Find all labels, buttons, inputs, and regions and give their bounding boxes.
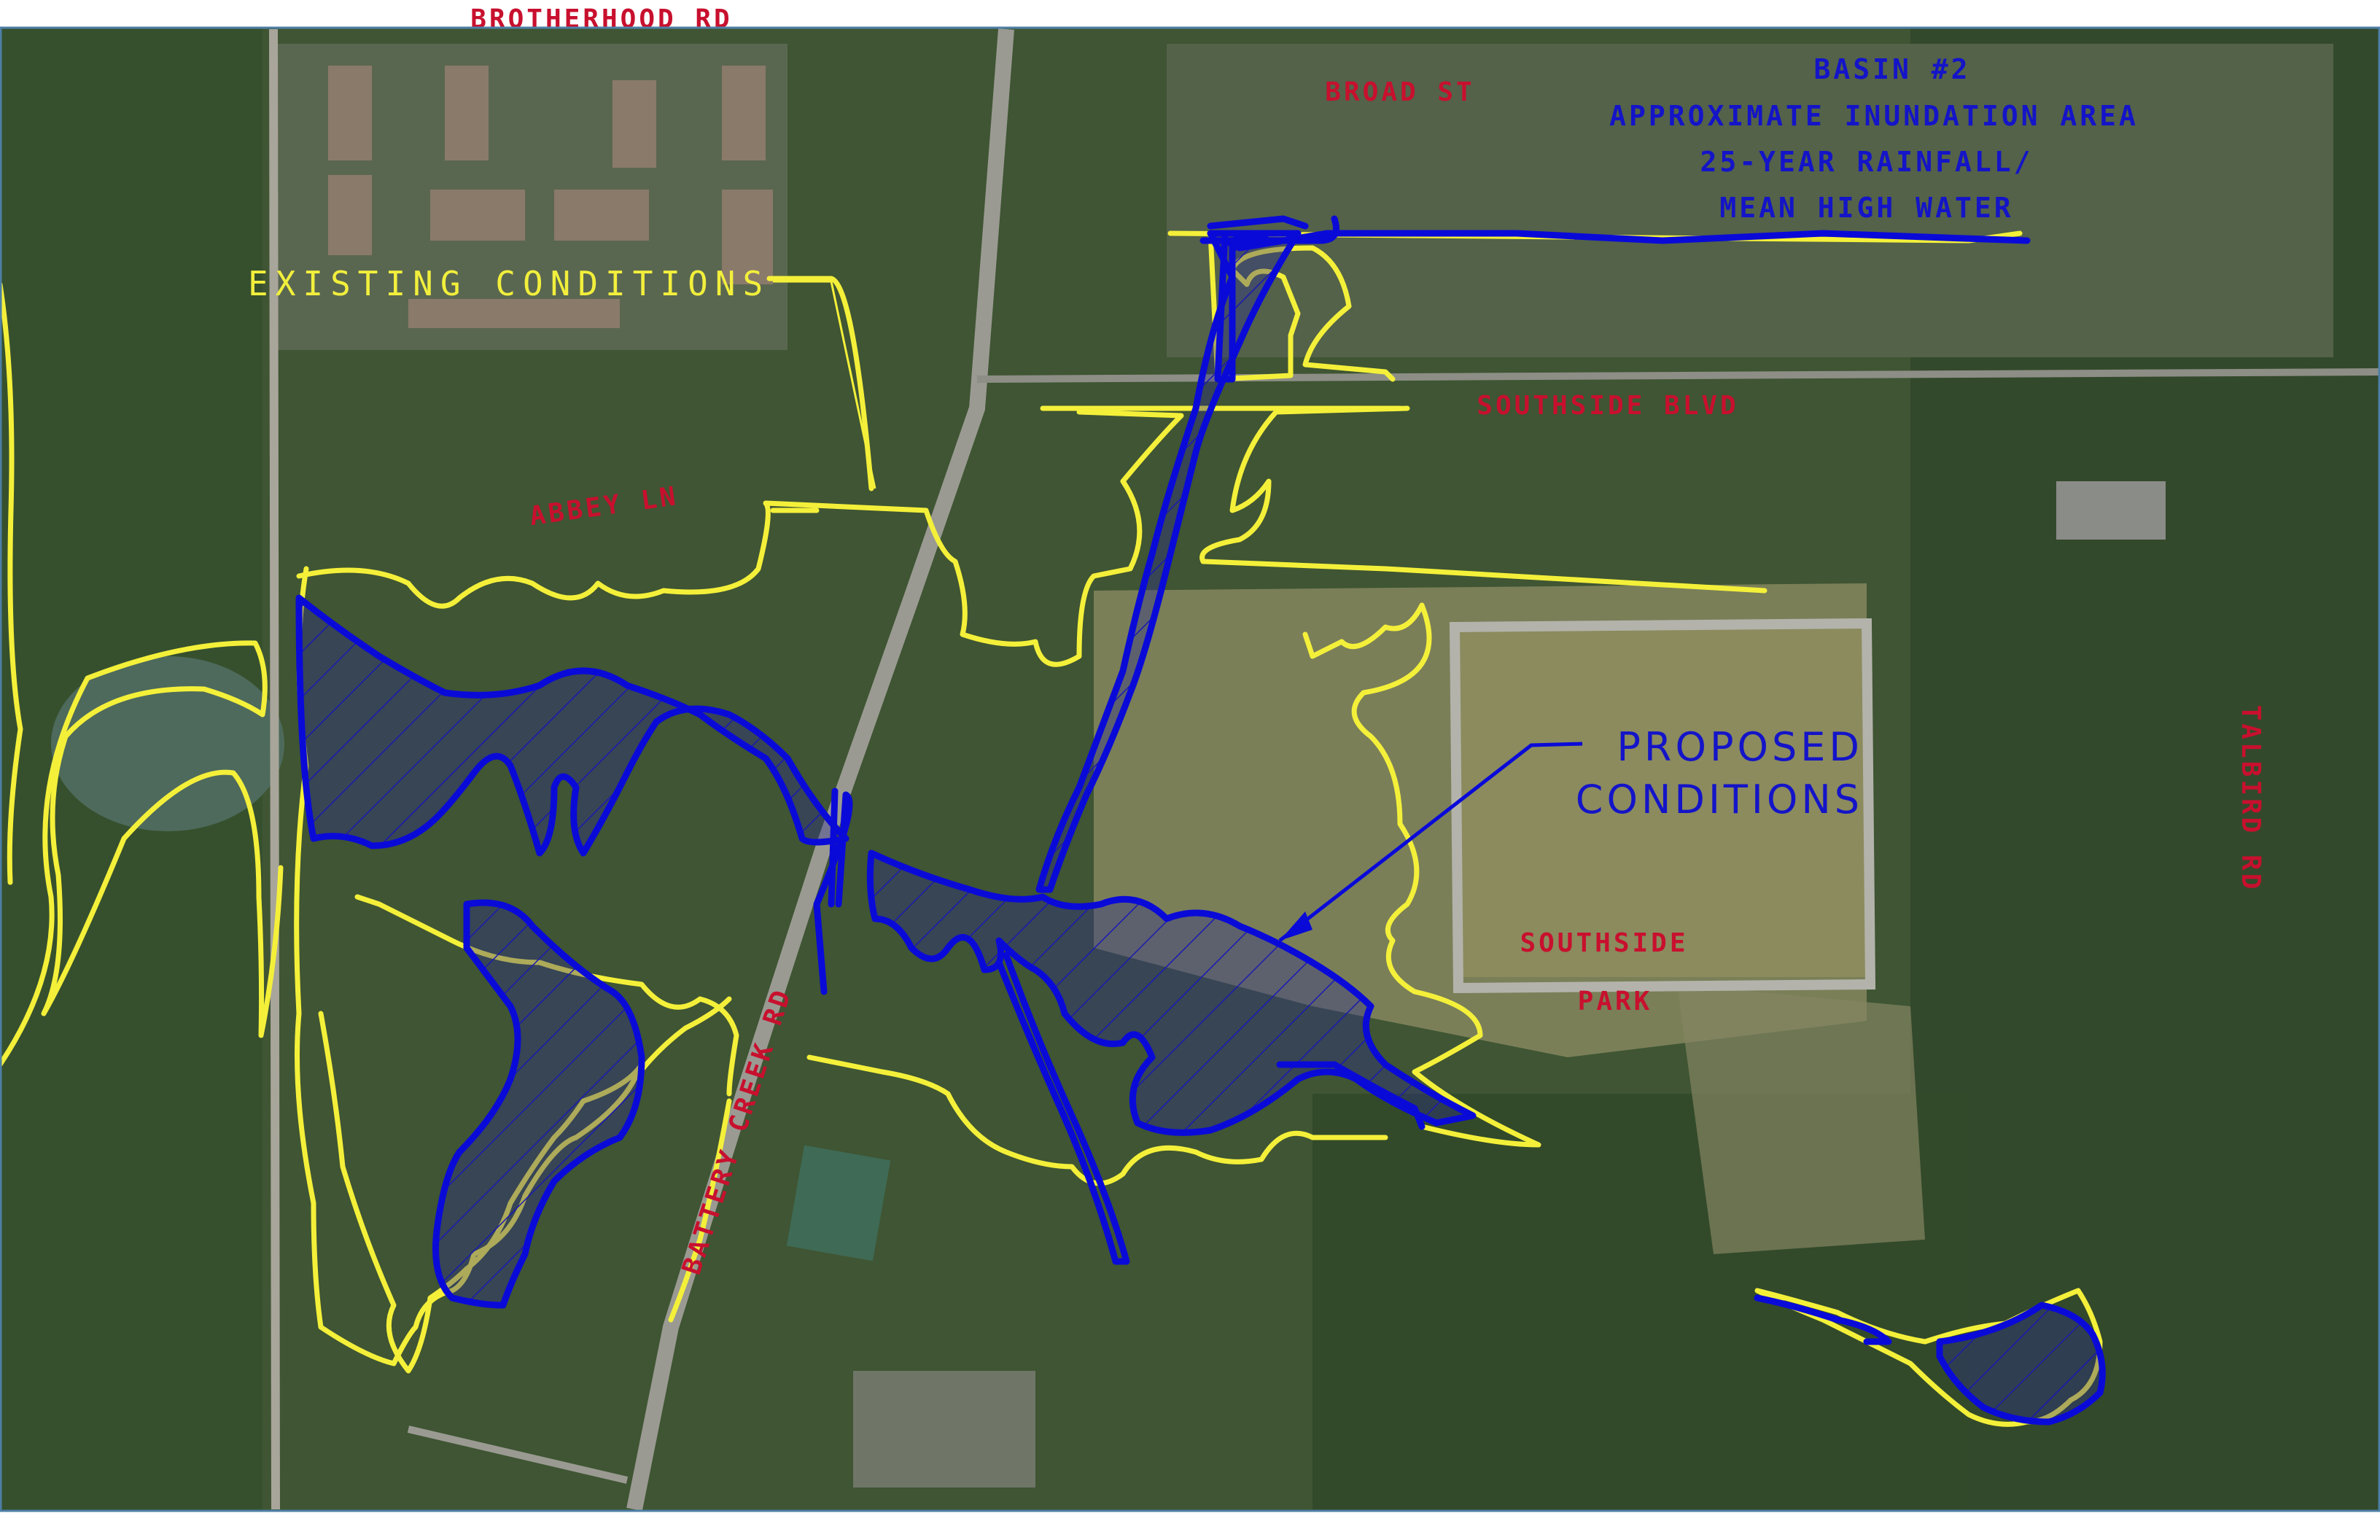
existing-conditions-boundary xyxy=(0,230,2103,1427)
existing-conditions-label: EXISTING CONDITIONS xyxy=(248,264,770,303)
existing-conditions-leader xyxy=(773,280,876,489)
basin-title-line-1: BASIN #2 xyxy=(1813,53,1970,85)
aerial-photo xyxy=(0,28,2380,1512)
proposed-conditions-leader xyxy=(1278,742,1583,942)
proposed-conditions-boundary xyxy=(295,215,2106,1426)
street-label-southside-blvd: SOUTHSIDE BLVD xyxy=(1477,391,1738,421)
basin-title-line-2: APPROXIMATE INUNDATION AREA xyxy=(1609,100,2139,132)
proposed-conditions-label-line-1: PROPOSED xyxy=(1617,724,1863,770)
basin-title-block: BASIN #2 APPROXIMATE INUNDATION AREA 25-… xyxy=(1609,53,2139,224)
street-label-talbird-rd: TALBIRD RD xyxy=(2236,705,2266,892)
map-frame xyxy=(0,26,2380,1512)
proposed-conditions-label-line-2: CONDITIONS xyxy=(1576,777,1863,822)
basin-title-line-3: 25-YEAR RAINFALL/ xyxy=(1700,146,2034,178)
basin-title-line-4: MEAN HIGH WATER xyxy=(1719,192,2013,224)
street-label-brotherhood-rd: BROTHERHOOD RD xyxy=(470,4,732,34)
park-label-line-2: PARK xyxy=(1578,987,1653,1016)
street-label-broad-st: BROAD ST xyxy=(1325,77,1474,107)
park-label-line-1: SOUTHSIDE xyxy=(1520,928,1688,958)
